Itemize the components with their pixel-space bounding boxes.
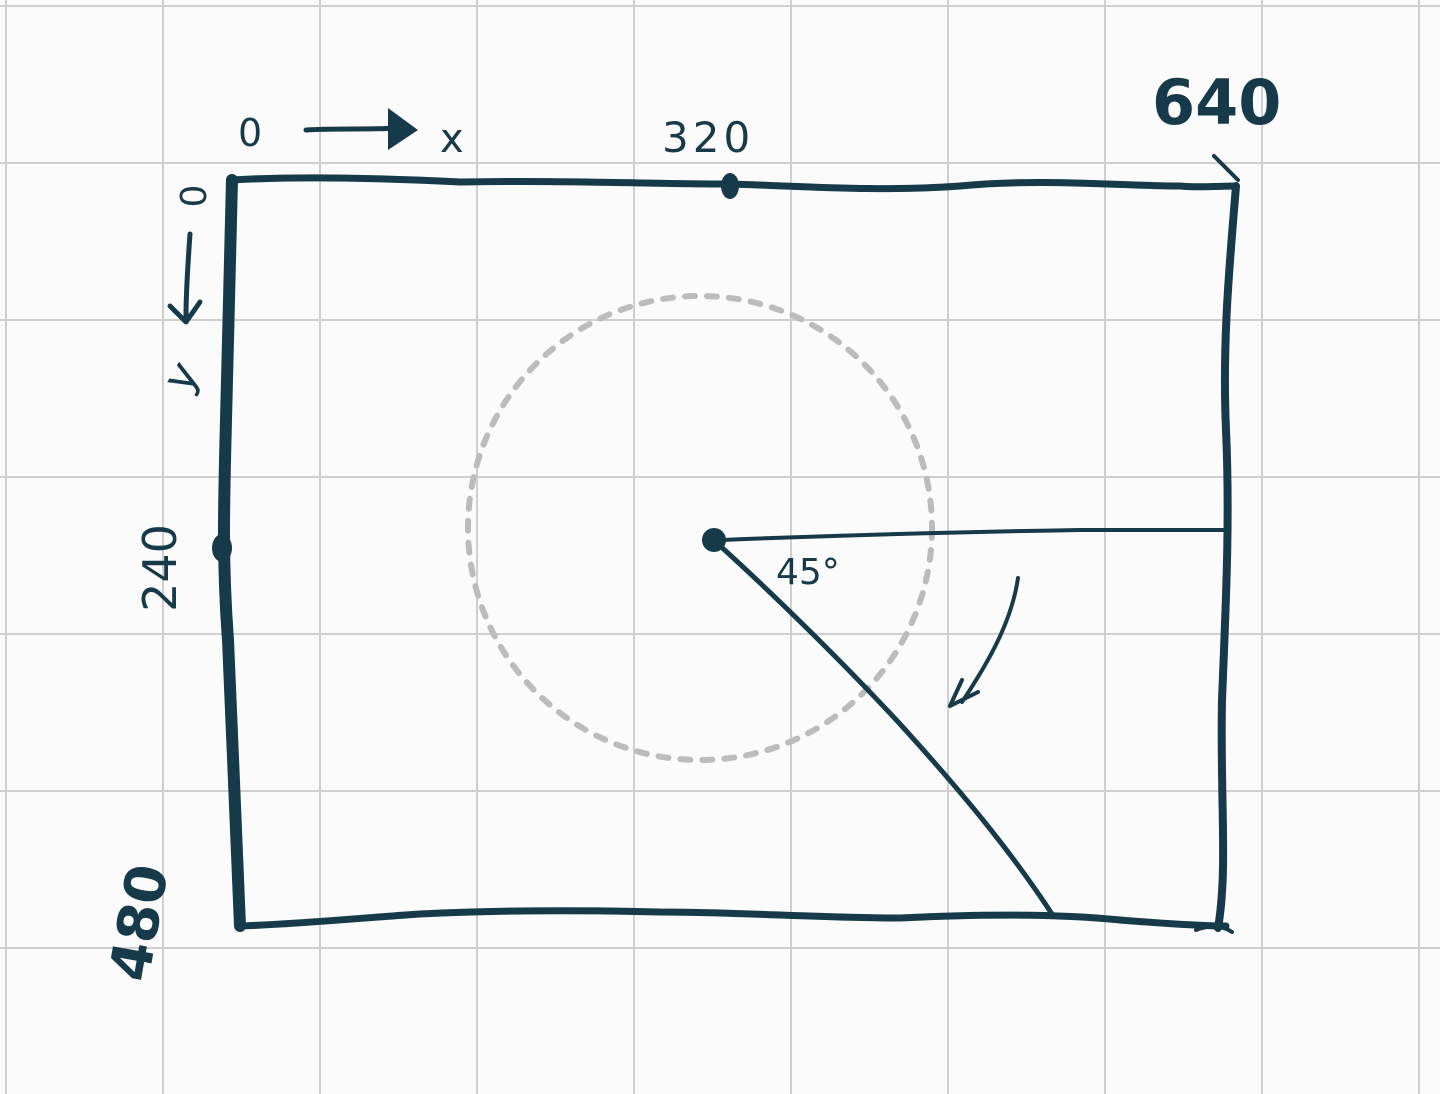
top-midpoint-marker bbox=[721, 173, 739, 199]
corner-scribble-bottom-right bbox=[1194, 924, 1234, 934]
rotation-arrow-head bbox=[948, 678, 980, 708]
x-axis-arrow bbox=[303, 108, 418, 150]
frame-rectangle bbox=[218, 154, 1240, 934]
guide-circle bbox=[465, 293, 935, 763]
horizontal-reference-line bbox=[720, 527, 1226, 542]
x-max-label: 640 bbox=[1152, 66, 1281, 139]
x-mid-label: 320 bbox=[662, 113, 754, 162]
y-axis-label: y bbox=[153, 353, 210, 401]
x-axis-label: x bbox=[440, 116, 464, 162]
y-max-label: 480 bbox=[98, 860, 182, 986]
rotation-arrow bbox=[948, 576, 1020, 708]
x-origin-label: 0 bbox=[238, 111, 262, 155]
corner-tick-top-right bbox=[1212, 154, 1240, 182]
frame-top-edge bbox=[228, 174, 1240, 193]
y-axis-arrow bbox=[167, 231, 203, 325]
x-axis-arrow-head bbox=[388, 108, 418, 150]
angled-ray-line bbox=[715, 541, 1055, 917]
angle-label: 45° bbox=[776, 552, 840, 593]
y-axis-arrow-head bbox=[167, 299, 203, 325]
y-mid-label: 240 bbox=[133, 524, 187, 612]
frame-bottom-edge bbox=[236, 907, 1230, 930]
y-axis-arrow-shaft bbox=[183, 231, 193, 319]
left-midpoint-marker bbox=[212, 534, 232, 562]
y-origin-label: 0 bbox=[174, 185, 215, 208]
frame-right-edge bbox=[1214, 182, 1240, 932]
rotation-arrow-shaft bbox=[960, 576, 1020, 704]
x-axis-arrow-shaft bbox=[303, 125, 399, 133]
